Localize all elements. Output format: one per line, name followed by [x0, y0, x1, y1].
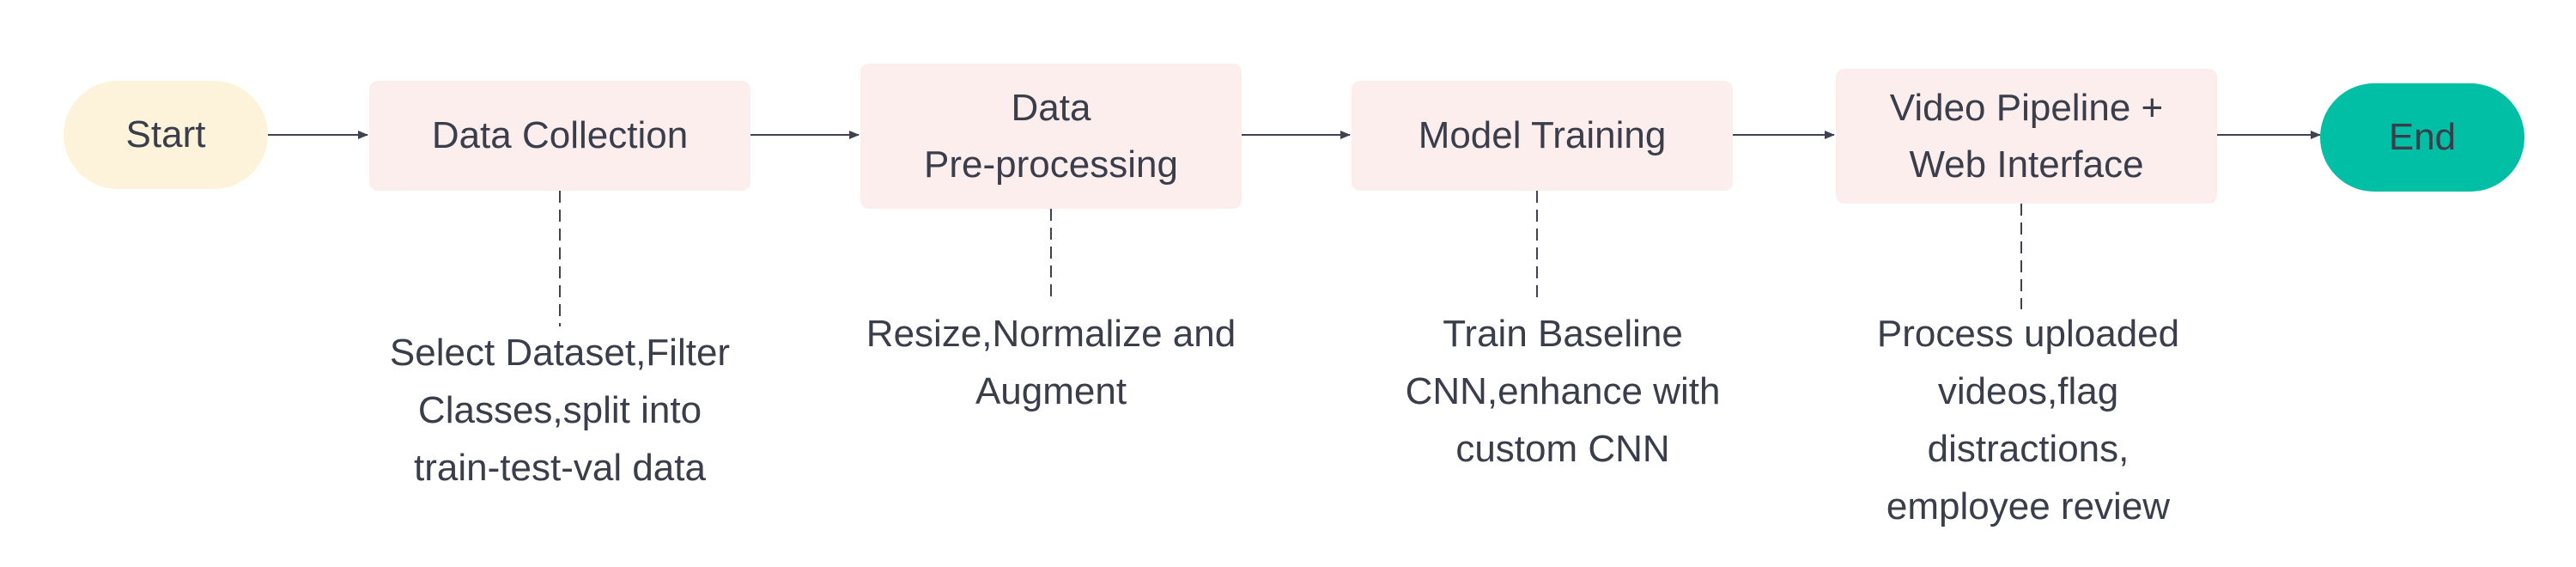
preprocessing-note: Resize,Normalize and Augment	[836, 306, 1266, 421]
note-line: train-test-val data	[414, 446, 706, 489]
model-training-label: Model Training	[1418, 114, 1667, 156]
note-line: videos,flag	[1937, 369, 2119, 412]
start-node: Start	[64, 81, 268, 189]
video-pipeline-label-line2: Web Interface	[1909, 143, 2144, 186]
note-line: CNN,enhance with	[1405, 369, 1721, 412]
end-label: End	[2388, 116, 2457, 158]
note-line: Resize,Normalize and	[866, 313, 1236, 355]
preprocessing-node: Data Pre-processing	[860, 64, 1242, 209]
video-pipeline-label-line1: Video Pipeline +	[1889, 86, 2164, 129]
preprocessing-label-line2: Pre-processing	[924, 143, 1178, 186]
video-pipeline-node: Video Pipeline + Web Interface	[1836, 69, 2217, 204]
note-line: distractions,	[1927, 427, 2129, 470]
end-node: End	[2320, 83, 2524, 192]
data-collection-node: Data Collection	[369, 81, 750, 191]
data-collection-note: Select Dataset,Filter Classes,split into…	[345, 325, 775, 497]
note-line: employee review	[1886, 485, 2171, 527]
note-line: Select Dataset,Filter	[389, 332, 731, 374]
model-training-note: Train Baseline CNN,enhance with custom C…	[1348, 306, 1777, 479]
note-line: Augment	[975, 369, 1127, 412]
note-line: Train Baseline	[1443, 313, 1683, 355]
note-line: Classes,split into	[417, 388, 702, 431]
model-training-node: Model Training	[1352, 81, 1733, 191]
note-line: Process uploaded	[1876, 313, 2180, 355]
preprocessing-label-line1: Data	[1011, 86, 1091, 129]
note-line: custom CNN	[1455, 427, 1670, 470]
data-collection-label: Data Collection	[431, 114, 689, 156]
start-label: Start	[125, 113, 206, 155]
video-pipeline-note: Process uploaded videos,flag distraction…	[1814, 306, 2243, 536]
